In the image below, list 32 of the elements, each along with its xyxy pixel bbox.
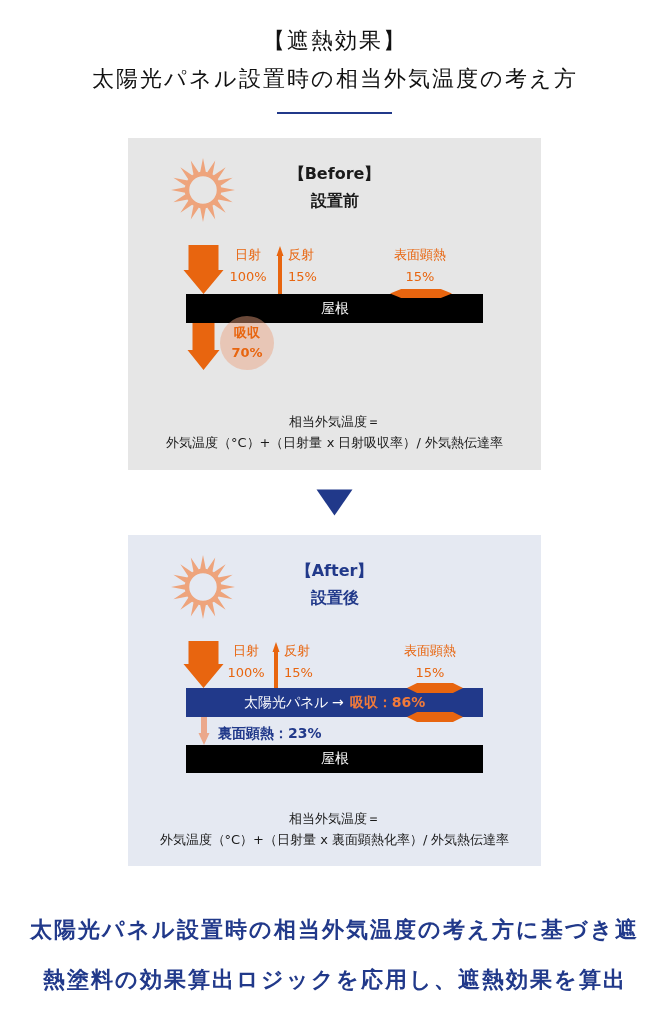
edge-label: 反射 15% <box>288 246 318 286</box>
arrow <box>276 246 284 294</box>
heat-label: 表面顕熱 15% <box>403 642 457 682</box>
block-arrow <box>183 245 224 294</box>
title: 【遮熱効果】太陽光パネル設置時の相当外気温度の考え方 <box>90 27 579 93</box>
arrow <box>272 642 280 688</box>
panel-heading: 【After】 <box>295 561 374 581</box>
triangle-arrow <box>316 489 353 516</box>
after-panel <box>128 535 541 866</box>
edge-label: 日射 100% <box>226 642 266 682</box>
edge-label: 裏面顕熱：23% <box>218 724 322 743</box>
panel-subheading: 設置後 <box>310 588 359 608</box>
formula-text: 相当外気温度＝ <box>289 810 380 828</box>
edge-label: 日射 100% <box>228 246 268 286</box>
block-arrow <box>187 323 220 370</box>
panel-heading: 【Before】 <box>288 164 381 184</box>
before-panel <box>128 138 541 470</box>
formula-text: 相当外気温度＝ <box>289 413 380 431</box>
arrow <box>198 717 210 745</box>
heat-label: 表面顕熱 15% <box>393 246 447 286</box>
formula-text: 外気温度（°C）+（日射量 x 裏面顕熱化率）/ 外気熱伝達率 <box>159 831 510 849</box>
roof-bar: 屋根 <box>186 745 483 773</box>
caption: 太陽光パネル設置時の相当外気温度の考え方に基づき遮熱塗料の効果算出ロジックを応用し、遮熱効果を算出 <box>29 916 640 994</box>
panel-label: 太陽光パネル → <box>243 693 344 712</box>
solar-panel-bar <box>186 688 483 717</box>
edge-label: 反射 15% <box>284 642 314 682</box>
formula-text: 外気温度（°C）+（日射量 x 日射吸収率）/ 外気熱伝達率 <box>166 434 503 452</box>
block-arrow <box>183 641 224 688</box>
panel-subheading: 設置前 <box>310 191 359 211</box>
roof-bar: 屋根 <box>186 294 483 323</box>
percentage-circle: 吸収 70% <box>220 316 274 370</box>
absorption-value: 吸収：86% <box>349 693 426 712</box>
